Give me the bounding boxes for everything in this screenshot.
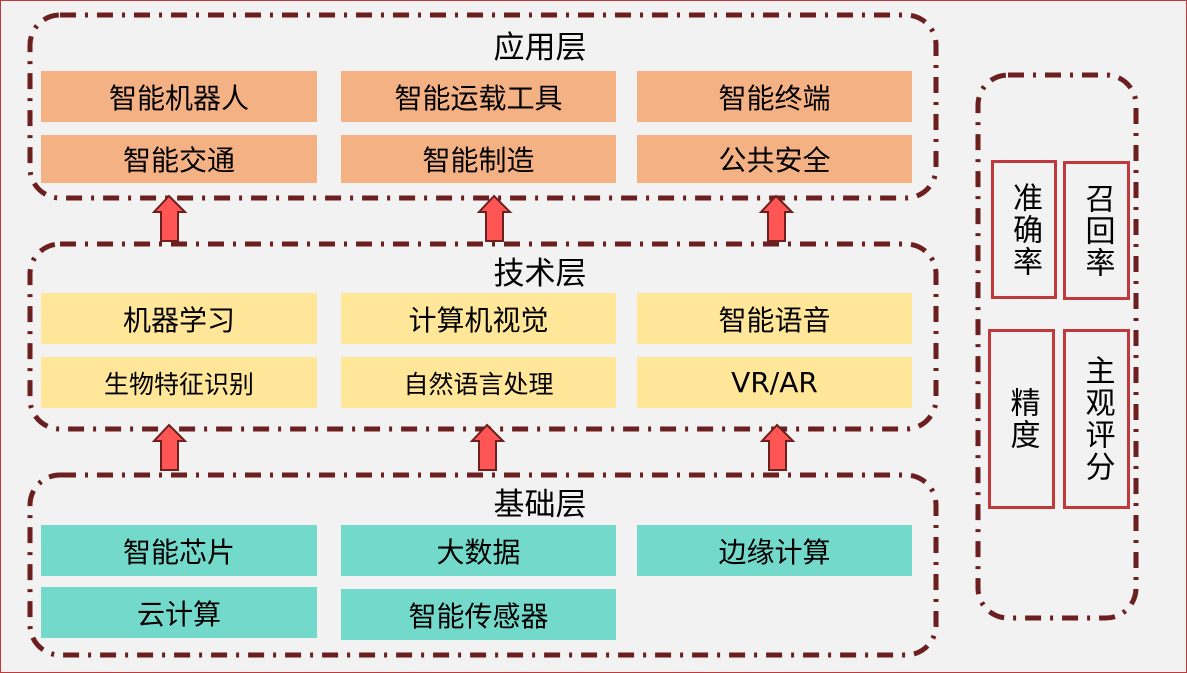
arrow-up-icon <box>759 423 796 471</box>
metric-box: 准确率 <box>991 160 1057 299</box>
arrow-up-icon <box>469 423 506 471</box>
layer-item: VR/AR <box>637 357 912 408</box>
layer-item: 智能芯片 <box>41 525 317 576</box>
arrow-up-icon <box>758 194 795 242</box>
layer-item: 生物特征识别 <box>41 357 317 408</box>
foundation-layer-title: 基础层 <box>493 487 587 523</box>
application-layer-title: 应用层 <box>493 30 587 66</box>
metric-label: 主观评分 <box>1079 355 1115 483</box>
layer-item: 计算机视觉 <box>341 293 616 344</box>
layer-item: 机器学习 <box>41 293 317 344</box>
application-layer-border <box>27 12 939 201</box>
metric-label: 召回率 <box>1079 182 1115 279</box>
foundation-layer-border <box>27 472 939 658</box>
layer-item: 自然语言处理 <box>341 357 616 408</box>
metrics-panel-border <box>975 72 1139 621</box>
layer-item: 大数据 <box>341 525 616 576</box>
metric-box: 召回率 <box>1063 161 1130 300</box>
metric-label: 准确率 <box>1007 181 1042 278</box>
technology-layer-title: 技术层 <box>493 256 587 292</box>
arrow-up-icon <box>476 194 513 242</box>
layer-item: 智能机器人 <box>41 71 317 122</box>
arrow-up-icon <box>151 423 188 471</box>
layer-item: 边缘计算 <box>637 525 912 576</box>
layer-item: 公共安全 <box>637 135 912 183</box>
layer-item: 智能运载工具 <box>341 71 616 122</box>
metric-box: 精度 <box>988 329 1055 509</box>
layer-item: 智能交通 <box>41 135 317 183</box>
layer-item: 智能传感器 <box>341 589 616 640</box>
metric-label: 精度 <box>1004 387 1040 451</box>
layer-item: 云计算 <box>41 587 317 638</box>
layer-item: 智能终端 <box>637 71 912 122</box>
metric-box: 主观评分 <box>1063 329 1130 509</box>
layer-item: 智能制造 <box>341 135 616 183</box>
arrow-up-icon <box>151 194 188 242</box>
layer-item: 智能语音 <box>637 293 912 344</box>
